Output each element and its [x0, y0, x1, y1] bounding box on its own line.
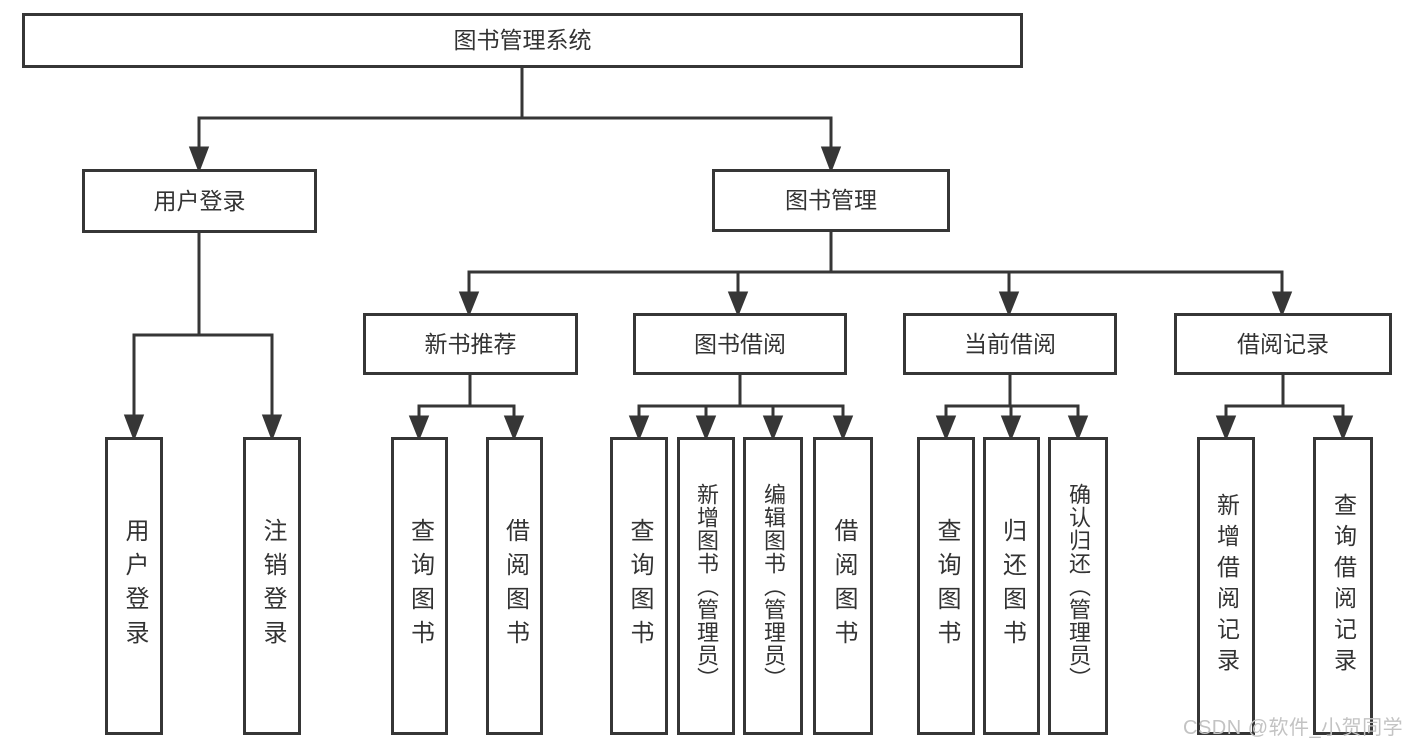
node-label: 借阅图书: [501, 518, 529, 654]
node-label: 查询图书: [626, 518, 653, 654]
node-add-borrow-record: 新增借阅记录: [1197, 437, 1255, 735]
node-label: 用户登录: [121, 518, 148, 654]
node-library-management-system: 图书管理系统: [22, 13, 1023, 68]
node-label: 查询图书: [933, 518, 960, 654]
node-label: 用户登录: [153, 187, 246, 214]
csdn-watermark: CSDN @软件_小贺同学: [1183, 717, 1404, 739]
node-label: 新增图书（管理员）: [694, 482, 719, 690]
node-borrowing-records: 借阅记录: [1174, 313, 1392, 375]
node-label: 新增借阅记录: [1213, 493, 1240, 679]
node-borrow-books: 借阅图书: [813, 437, 873, 735]
node-confirm-return-admin: 确认归还（管理员）: [1048, 437, 1108, 735]
node-query-books-borrowing: 查询图书: [610, 437, 668, 735]
node-user-login: 用户登录: [82, 169, 317, 233]
node-label: 新书推荐: [424, 330, 517, 357]
node-user-login-leaf: 用户登录: [105, 437, 163, 735]
node-label: 当前借阅: [964, 330, 1056, 357]
node-label: 借阅图书: [830, 518, 857, 654]
node-book-borrowing: 图书借阅: [633, 313, 847, 375]
node-label: 查询借阅记录: [1330, 493, 1357, 679]
node-label: 确认归还（管理员）: [1066, 482, 1091, 690]
node-query-books-recommend: 查询图书: [391, 437, 448, 735]
node-label: 注销登录: [259, 518, 286, 654]
node-new-book-recommendation: 新书推荐: [363, 313, 578, 375]
node-query-borrow-record: 查询借阅记录: [1313, 437, 1373, 735]
node-label: 查询图书: [406, 518, 434, 654]
node-add-books-admin: 新增图书（管理员）: [677, 437, 735, 735]
node-label: 图书管理系统: [453, 27, 592, 53]
node-label: 归还图书: [998, 518, 1026, 654]
node-current-borrowing: 当前借阅: [903, 313, 1117, 375]
node-label: 借阅记录: [1237, 330, 1329, 357]
node-borrow-books-recommend: 借阅图书: [486, 437, 543, 735]
node-logout: 注销登录: [243, 437, 301, 735]
node-label: 图书借阅: [694, 330, 786, 357]
node-edit-books-admin: 编辑图书（管理员）: [743, 437, 803, 735]
node-book-management: 图书管理: [712, 169, 950, 232]
node-return-books: 归还图书: [983, 437, 1040, 735]
node-label: 编辑图书（管理员）: [761, 482, 786, 690]
node-query-books-current: 查询图书: [917, 437, 975, 735]
node-label: 图书管理: [785, 187, 877, 213]
